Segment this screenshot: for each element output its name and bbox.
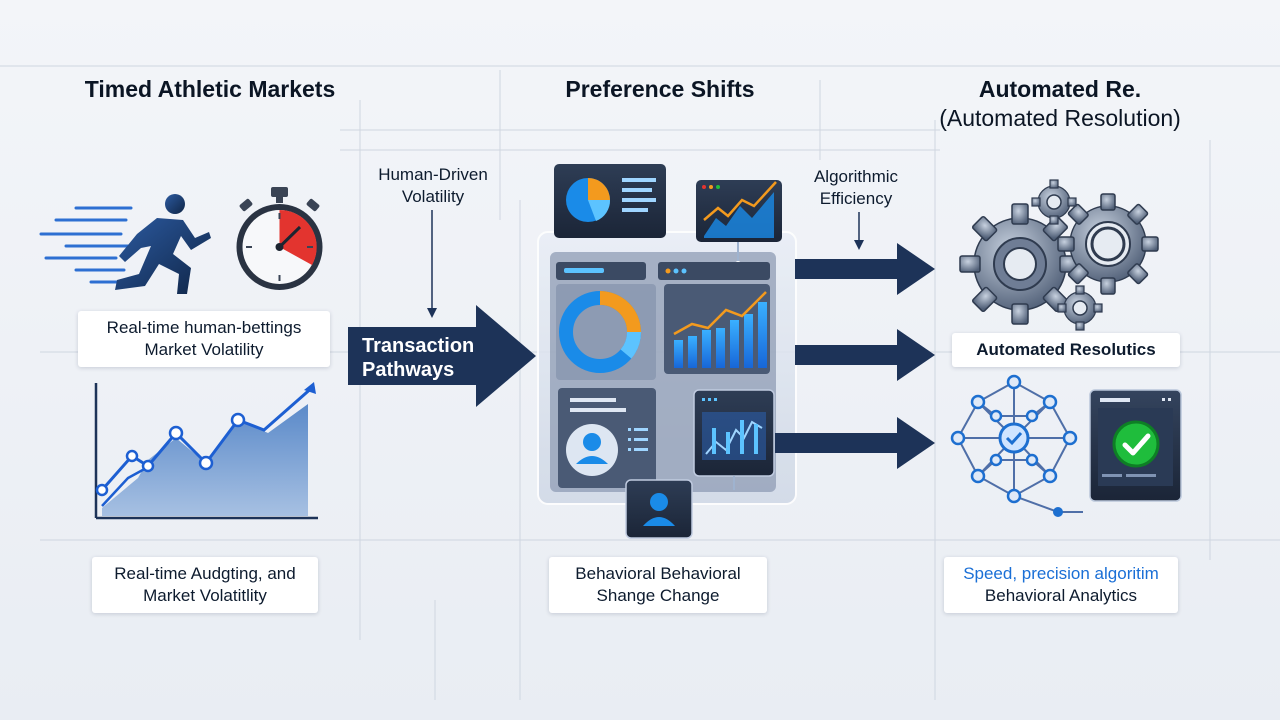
neural-network-icon — [950, 374, 1083, 517]
label-line: Efficiency — [819, 189, 893, 208]
runner-icon — [115, 194, 211, 294]
flow-arrow-middle — [795, 329, 935, 381]
card-line-highlight: Speed, precision algoritim — [963, 564, 1159, 583]
card-speed-precision: Speed, precision algoritim Behavioral An… — [944, 557, 1178, 613]
stopwatch-icon — [236, 187, 323, 290]
card-line: Shange Change — [596, 586, 720, 605]
transaction-pathways-arrow — [348, 305, 536, 407]
gears-icon — [959, 179, 1159, 331]
card-behavioral-change: Behavioral Behavioral Shange Change — [549, 557, 767, 613]
card-realtime-audgting: Real-time Audgting, and Market Volatitli… — [92, 557, 318, 613]
arrow-label-line: Transaction — [362, 335, 475, 357]
label-algorithmic-efficiency: Algorithmic Efficiency — [786, 166, 926, 210]
arrow-label-line: Pathways — [362, 359, 455, 381]
speed-lines-icon — [39, 206, 133, 284]
card-line: Market Volatility — [144, 340, 264, 359]
card-line: Market Volatitlity — [143, 586, 267, 605]
card-line: Real-time human-bettings — [106, 318, 302, 337]
down-arrow-icon — [854, 212, 864, 250]
label-human-driven-volatility: Human-Driven Volatility — [358, 164, 508, 208]
card-line: Real-time Audgting, and — [114, 564, 296, 583]
card-line: Behavioral Behavioral — [575, 564, 741, 583]
success-check-panel — [1089, 389, 1182, 502]
flow-arrow-bottom — [775, 417, 935, 469]
volatility-line-chart — [94, 382, 318, 520]
heading-timed-athletic-markets: Timed Athletic Markets — [84, 76, 336, 102]
heading-automated-re: Automated Re. — [978, 76, 1142, 102]
arrow-label-transaction-pathways: Transaction Pathways — [362, 334, 474, 382]
label-line: Human-Driven — [378, 165, 488, 184]
subheading-automated-resolution: (Automated Resolution) — [939, 105, 1181, 131]
flow-arrow-top — [795, 243, 935, 295]
down-arrow-icon — [427, 210, 437, 318]
card-line: Behavioral Analytics — [984, 586, 1138, 605]
dashboard-illustration — [537, 164, 797, 539]
heading-preference-shifts: Preference Shifts — [565, 76, 755, 102]
label-line: Volatility — [401, 187, 465, 206]
card-automated-resolutics: Automated Resolutics — [952, 333, 1180, 367]
card-realtime-human-bettings: Real-time human-bettings Market Volatili… — [78, 311, 330, 367]
label-line: Algorithmic — [813, 167, 899, 186]
